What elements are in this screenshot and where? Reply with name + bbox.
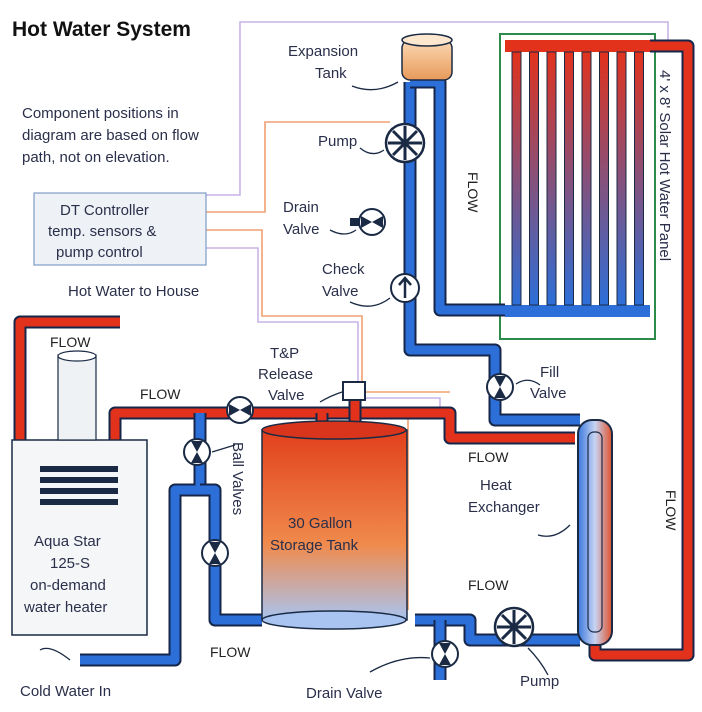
solar-panel-label: 4' x 8' Solar Hot Water Panel <box>656 70 673 261</box>
pointer-arrows <box>39 81 571 676</box>
svg-text:water heater: water heater <box>23 599 107 616</box>
flow-label-lower: FLOW <box>468 577 509 593</box>
water-heater <box>11 350 148 636</box>
solar-panel <box>499 33 656 340</box>
cold-water-in-label: Cold Water In <box>20 683 111 700</box>
svg-text:temp. sensors &: temp. sensors & <box>48 223 156 240</box>
fill-valve <box>486 373 514 401</box>
ball-valve-middle <box>183 438 211 466</box>
svg-text:Valve: Valve <box>268 387 304 404</box>
svg-text:pump control: pump control <box>56 244 143 261</box>
svg-text:Release: Release <box>258 366 313 383</box>
svg-text:Valve: Valve <box>530 385 566 402</box>
fill-valve-label: Fill Valve <box>530 364 566 402</box>
diagram-title: Hot Water System <box>12 18 191 41</box>
svg-text:Drain: Drain <box>283 199 319 216</box>
svg-text:Tank: Tank <box>315 65 347 82</box>
controller-label: DT Controller temp. sensors & pump contr… <box>48 202 156 261</box>
svg-text:125-S: 125-S <box>50 555 90 572</box>
tp-release-valve <box>342 381 366 401</box>
flow-label-exchanger: FLOW <box>468 449 509 465</box>
collector-tube <box>564 51 574 306</box>
ball-valve-top <box>226 396 254 424</box>
pump-bottom <box>493 606 535 648</box>
house-pipes <box>13 315 575 680</box>
svg-text:path, not on elevation.: path, not on elevation. <box>22 149 170 166</box>
svg-text:Exchanger: Exchanger <box>468 499 540 516</box>
solar-panel-tubes <box>511 51 644 306</box>
collector-tube <box>634 51 644 306</box>
pump-bottom-label: Pump <box>520 673 559 690</box>
svg-text:Aqua Star: Aqua Star <box>34 533 101 550</box>
flow-label-collector: FLOW <box>465 172 481 213</box>
ball-valves-label: Ball Valves <box>229 442 246 515</box>
svg-text:30 Gallon: 30 Gallon <box>288 515 352 532</box>
svg-text:DT Controller: DT Controller <box>60 202 149 219</box>
sensor-wires <box>205 21 669 610</box>
flow-label-upper: FLOW <box>140 386 181 402</box>
tp-valve-label: T&P Release Valve <box>258 345 313 404</box>
pump-top-label: Pump <box>318 133 357 150</box>
storage-tank-label: 30 Gallon Storage Tank <box>270 515 359 554</box>
drain-valve-top <box>350 208 386 236</box>
svg-text:diagram are based on flow: diagram are based on flow <box>22 127 199 144</box>
svg-text:Heat: Heat <box>480 477 513 494</box>
heat-exchanger <box>577 419 613 646</box>
svg-text:Component positions in: Component positions in <box>22 105 179 122</box>
check-valve <box>390 273 420 303</box>
collector-tube <box>511 51 522 306</box>
svg-text:Valve: Valve <box>322 283 358 300</box>
heat-exchanger-label: Heat Exchanger <box>468 477 540 516</box>
controller-box <box>33 192 207 266</box>
svg-text:Expansion: Expansion <box>288 43 358 60</box>
svg-text:Check: Check <box>322 261 365 278</box>
collector-tube <box>546 51 557 306</box>
ball-valve-lower <box>201 539 229 567</box>
svg-text:Storage Tank: Storage Tank <box>270 537 359 554</box>
svg-text:Fill: Fill <box>540 364 559 381</box>
drain-valve-bottom-label: Drain Valve <box>306 685 382 702</box>
expansion-tank <box>401 33 453 81</box>
expansion-tank-label: Expansion Tank <box>288 43 358 82</box>
water-heater-label: Aqua Star 125-S on-demand water heater <box>23 533 107 616</box>
storage-tank <box>261 420 408 630</box>
pump-top <box>384 122 426 164</box>
flow-labels: FLOW FLOW FLOW FLOW FLOW FLOW FLOW <box>50 172 679 660</box>
collector-tube <box>599 51 609 306</box>
svg-text:on-demand: on-demand <box>30 577 106 594</box>
svg-text:Valve: Valve <box>283 221 319 238</box>
flow-label-return: FLOW <box>663 490 679 531</box>
drain-valve-top-label: Drain Valve <box>283 199 319 238</box>
svg-text:T&P: T&P <box>270 345 299 362</box>
collector-tube <box>581 51 592 306</box>
flow-label-cold: FLOW <box>210 644 251 660</box>
check-valve-label: Check Valve <box>322 261 365 300</box>
drain-valve-bottom <box>431 640 459 668</box>
flow-label-house: FLOW <box>50 334 91 350</box>
hot-water-to-house-label: Hot Water to House <box>68 283 199 300</box>
layout-note: Component positions in diagram are based… <box>22 105 199 166</box>
collector-tube <box>529 51 539 306</box>
collector-tube <box>616 51 627 306</box>
